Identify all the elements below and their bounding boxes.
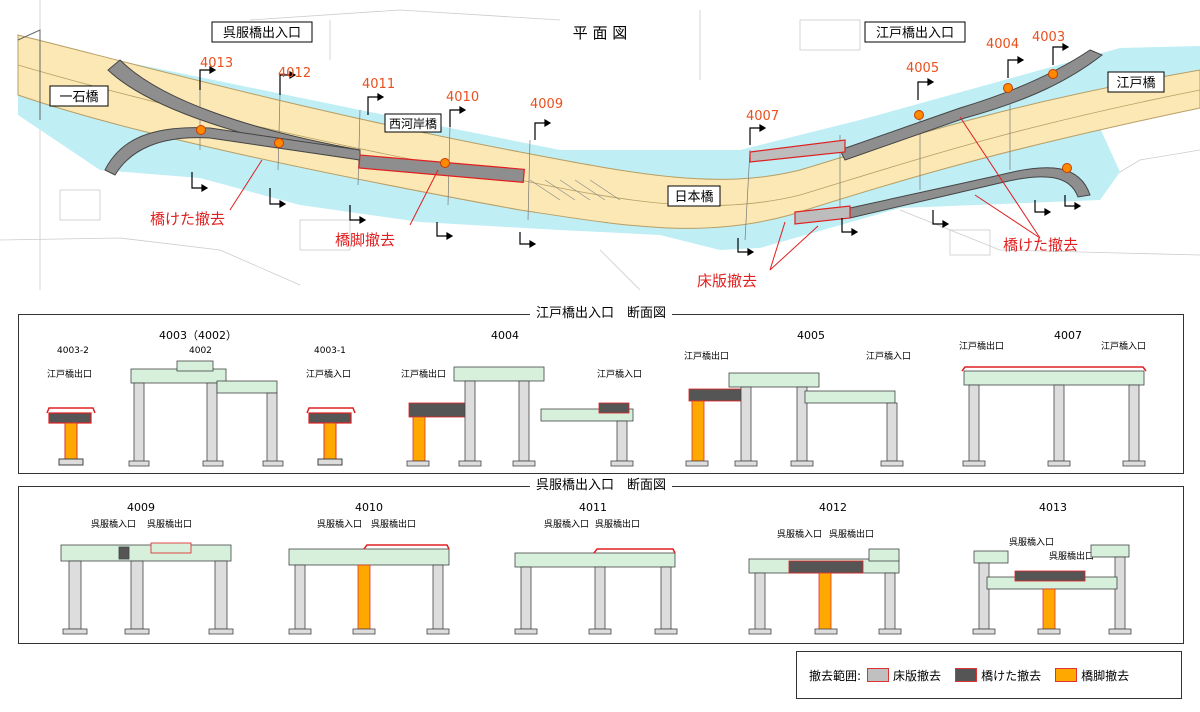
- edo-deck-removal: [749, 139, 846, 163]
- annotation-pier: 橋脚撤去: [335, 231, 395, 249]
- gofuku-sub-4011-a: 呉服橋入口: [544, 518, 589, 530]
- edo-sub-4005-b: 江戸橋入口: [866, 350, 911, 362]
- edo-sub-4003: 4002: [189, 346, 212, 356]
- pier-num-4005: 4005: [906, 61, 939, 76]
- pier-num-4003: 4003: [1032, 30, 1065, 45]
- annotation-deck: 床版撤去: [697, 272, 757, 290]
- legend: 撤去範囲: 床版撤去 橋けた撤去 橋脚撤去: [796, 651, 1182, 699]
- edo-pier-4007: 4007: [1054, 329, 1082, 342]
- label-nishikashi: 西河岸橋: [389, 117, 437, 131]
- edo-sub-4004-a: 江戸橋出口: [401, 368, 446, 380]
- section-edo-panel: 江戸橋出入口 断面図 4003-2 江戸橋出口 4003（4002） 4002 …: [18, 306, 1184, 474]
- edo-pier-4003-1: 4003-1: [314, 346, 346, 356]
- edo-drawing-4003: [128, 360, 284, 467]
- place-labels: 呉服橋出入口 江戸橋出入口 一石橋 江戸橋 西河岸橋 日本橋: [49, 21, 1165, 207]
- section-arrows-top: [199, 42, 1070, 145]
- pier-num-4013: 4013: [200, 56, 233, 71]
- gofuku-sub-4013-a: 呉服橋入口: [1009, 536, 1054, 548]
- gofuku-drawing-4011: [514, 548, 678, 635]
- section-gofuku-title: 呉服橋出入口 断面図: [529, 478, 672, 493]
- edo-deck-removal-lower: [794, 205, 851, 225]
- edo-pier-4005: 4005: [797, 329, 825, 342]
- legend-text-deck: 床版撤去: [893, 668, 942, 683]
- edo-drawing-4005: [685, 372, 904, 467]
- label-gofuku-exit: 呉服橋出入口: [223, 26, 301, 41]
- section-arrows-bottom: [191, 172, 1082, 257]
- gofuku-pier-4010: 4010: [355, 501, 383, 514]
- gofuku-sub-4011-b: 呉服橋出口: [595, 518, 640, 530]
- gofuku-sub-4012-b: 呉服橋出口: [829, 528, 874, 540]
- gofuku-drawing-4009: [60, 542, 234, 635]
- legend-text-pier: 橋脚撤去: [1081, 668, 1130, 683]
- edo-sub-4007-b: 江戸橋入口: [1101, 340, 1146, 352]
- leader-lines: [229, 116, 1041, 271]
- edo-pier-4003-2: 4003-2: [57, 346, 89, 356]
- edo-drawing-4004: [406, 366, 634, 467]
- edo-sub-4003-1: 江戸橋入口: [306, 368, 351, 380]
- pier-markers: [196, 69, 1072, 173]
- pier-num-4007: 4007: [746, 109, 779, 124]
- gofuku-sub-4012-a: 呉服橋入口: [777, 528, 822, 540]
- gofuku-sub-4010-a: 呉服橋入口: [317, 518, 362, 530]
- edo-sub-4003-2: 江戸橋出口: [47, 368, 92, 380]
- label-nihonbashi: 日本橋: [674, 190, 713, 205]
- edo-sub-4007-a: 江戸橋出口: [959, 340, 1004, 352]
- pier-num-4009: 4009: [530, 97, 563, 112]
- gofuku-sub-4009-a: 呉服橋入口: [91, 518, 136, 530]
- pier-num-4012: 4012: [278, 66, 311, 81]
- gofuku-sub-4013-b: 呉服橋出口: [1049, 550, 1094, 562]
- annotation-girder-left: 橋けた撤去: [150, 210, 225, 228]
- gofuku-pier-4011: 4011: [579, 501, 607, 514]
- gofuku-ramp-lower: [104, 127, 361, 176]
- gofuku-pier-4012: 4012: [819, 501, 847, 514]
- section-edo-title: 江戸橋出入口 断面図: [529, 306, 672, 321]
- edo-sub-4004-b: 江戸橋入口: [597, 368, 642, 380]
- pier-num-4011: 4011: [362, 77, 395, 92]
- legend-swatch-pier: [1055, 668, 1078, 682]
- pier-num-4004: 4004: [986, 37, 1019, 52]
- edo-drawing-4003-2: [46, 407, 96, 466]
- gofuku-drawing-4013: [972, 544, 1132, 635]
- label-edo-exit: 江戸橋出入口: [876, 26, 954, 41]
- edo-sub-4005-a: 江戸橋出口: [684, 350, 729, 362]
- gofuku-pier-4009: 4009: [127, 501, 155, 514]
- section-edo-drawing: 4003-2 江戸橋出口 4003（4002） 4002 4003-1 江戸橋入…: [46, 329, 1147, 467]
- gofuku-sub-4009-b: 呉服橋出口: [147, 518, 192, 530]
- pier-numbers: 4013 4012 4011 4010 4009 4007 4005 4004 …: [200, 30, 1065, 124]
- edo-pier-4004: 4004: [491, 329, 519, 342]
- plan-title: 平 面 図: [573, 24, 628, 42]
- legend-swatch-girder: [955, 668, 978, 682]
- pier-num-4010: 4010: [446, 90, 479, 105]
- annotation-girder-right: 橋けた撤去: [1003, 236, 1078, 254]
- legend-text-girder: 橋けた撤去: [981, 668, 1042, 683]
- gofuku-sub-4010-b: 呉服橋出口: [371, 518, 416, 530]
- edo-drawing-4007: [961, 366, 1147, 467]
- edo-pier-4003: 4003（4002）: [159, 329, 237, 342]
- section-gofuku-drawing: 4009 呉服橋入口 呉服橋出口 4010 呉服橋入口 呉服橋出口 4011 呉…: [60, 501, 1132, 635]
- plan-view: 平 面 図 呉服橋出入口 江戸橋出入口 一石橋 江戸橋 西河岸橋 日本橋 401…: [0, 0, 1200, 291]
- gofuku-drawing-4012: [748, 548, 902, 635]
- edo-drawing-4003-1: [306, 407, 356, 466]
- gofuku-drawing-4010: [288, 544, 450, 635]
- label-ichikoku: 一石橋: [59, 90, 98, 105]
- gofuku-pier-4013: 4013: [1039, 501, 1067, 514]
- section-gofuku-panel: 呉服橋出入口 断面図 4009 呉服橋入口 呉服橋出口 4010 呉服橋入口 呉…: [18, 478, 1184, 644]
- legend-label: 撤去範囲:: [809, 668, 862, 683]
- legend-swatch-deck: [867, 668, 890, 682]
- label-edobashi: 江戸橋: [1116, 76, 1155, 91]
- removal-annotations: 橋けた撤去 橋脚撤去 床版撤去 橋けた撤去: [150, 210, 1078, 290]
